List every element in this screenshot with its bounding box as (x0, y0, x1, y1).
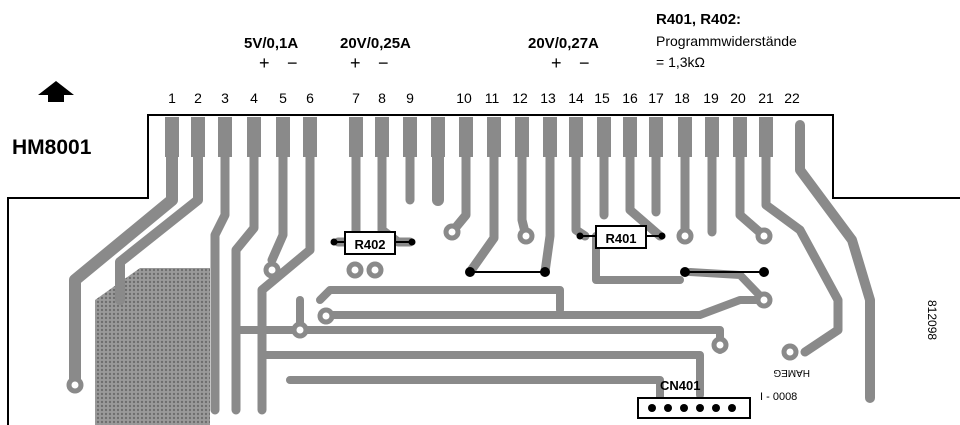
solder-pad (66, 376, 84, 394)
supply-5v-plus: + (259, 53, 270, 73)
solder-pad (755, 291, 773, 309)
pin-number-12: 12 (512, 90, 528, 106)
solder-pad (291, 321, 309, 339)
maker-mark: HAMEG (773, 367, 810, 378)
pin-number-7: 7 (352, 90, 360, 106)
solder-pad (366, 261, 384, 279)
resistor-r401: R401 (576, 225, 666, 249)
supply-5v-minus: − (287, 53, 298, 73)
supply-20v-027-plus: + (551, 53, 562, 73)
side-code: 812098 (925, 300, 939, 340)
solder-pad (346, 261, 364, 279)
pin-number-15: 15 (594, 90, 610, 106)
solder-pads (66, 223, 799, 394)
supply-20v-025-label: 20V/0,25A (340, 35, 411, 52)
pin-number-3: 3 (221, 90, 229, 106)
resistor-note-line2: = 1,3kΩ (656, 54, 705, 70)
pin-number-20: 20 (730, 90, 746, 106)
pin-number-22: 22 (784, 90, 800, 106)
solder-pad (443, 223, 461, 241)
connector-pin (648, 404, 656, 412)
connector-pin (680, 404, 688, 412)
r401-label: R401 (605, 231, 636, 246)
board-outline (7, 114, 960, 425)
pin-number-8: 8 (378, 90, 386, 106)
pin-number-1: 1 (168, 90, 176, 106)
pin-number-21: 21 (758, 90, 774, 106)
solder-pad (781, 343, 799, 361)
board-title: HM8001 (12, 136, 92, 159)
supply-20v-027-label: 20V/0,27A (528, 35, 599, 52)
pin-number-2: 2 (194, 90, 202, 106)
supply-5v-label: 5V/0,1A (244, 35, 298, 52)
copper-ground-plane (95, 268, 210, 425)
supply-20v-025-plus: + (350, 53, 361, 73)
supply-20v-027-minus: − (579, 53, 590, 73)
solder-pad (263, 261, 281, 279)
pin-number-11: 11 (485, 90, 500, 106)
resistor-note-line1: Programmwiderstände (656, 33, 797, 49)
solder-pad (676, 227, 694, 245)
wire-jumpers (465, 267, 769, 277)
pin-number-9: 9 (406, 90, 414, 106)
r402-label: R402 (354, 237, 385, 252)
solder-pad (517, 227, 535, 245)
connector-pin (728, 404, 736, 412)
part-code: I - 0008 (760, 391, 797, 403)
arrow-up-icon (38, 81, 74, 102)
resistor-r402: R402 (330, 231, 416, 255)
connector-pin (712, 404, 720, 412)
connector-pin (664, 404, 672, 412)
solder-pad (317, 307, 335, 325)
connector-pin (696, 404, 704, 412)
pin-number-5: 5 (279, 90, 287, 106)
pin-number-16: 16 (622, 90, 638, 106)
pin-number-6: 6 (306, 90, 314, 106)
pin-number-19: 19 (703, 90, 719, 106)
pin-number-10: 10 (456, 90, 472, 106)
supply-20v-025-minus: − (378, 53, 389, 73)
solder-pad (755, 227, 773, 245)
connector-cn401: CN401 (637, 378, 751, 419)
pin-number-13: 13 (540, 90, 556, 106)
pin-number-17: 17 (648, 90, 664, 106)
pin-number-14: 14 (568, 90, 584, 106)
pin-number-18: 18 (674, 90, 690, 106)
solder-pad (711, 336, 729, 354)
cn401-label: CN401 (660, 378, 700, 393)
pin-number-4: 4 (250, 90, 258, 106)
resistor-note-title: R401, R402: (656, 11, 741, 28)
